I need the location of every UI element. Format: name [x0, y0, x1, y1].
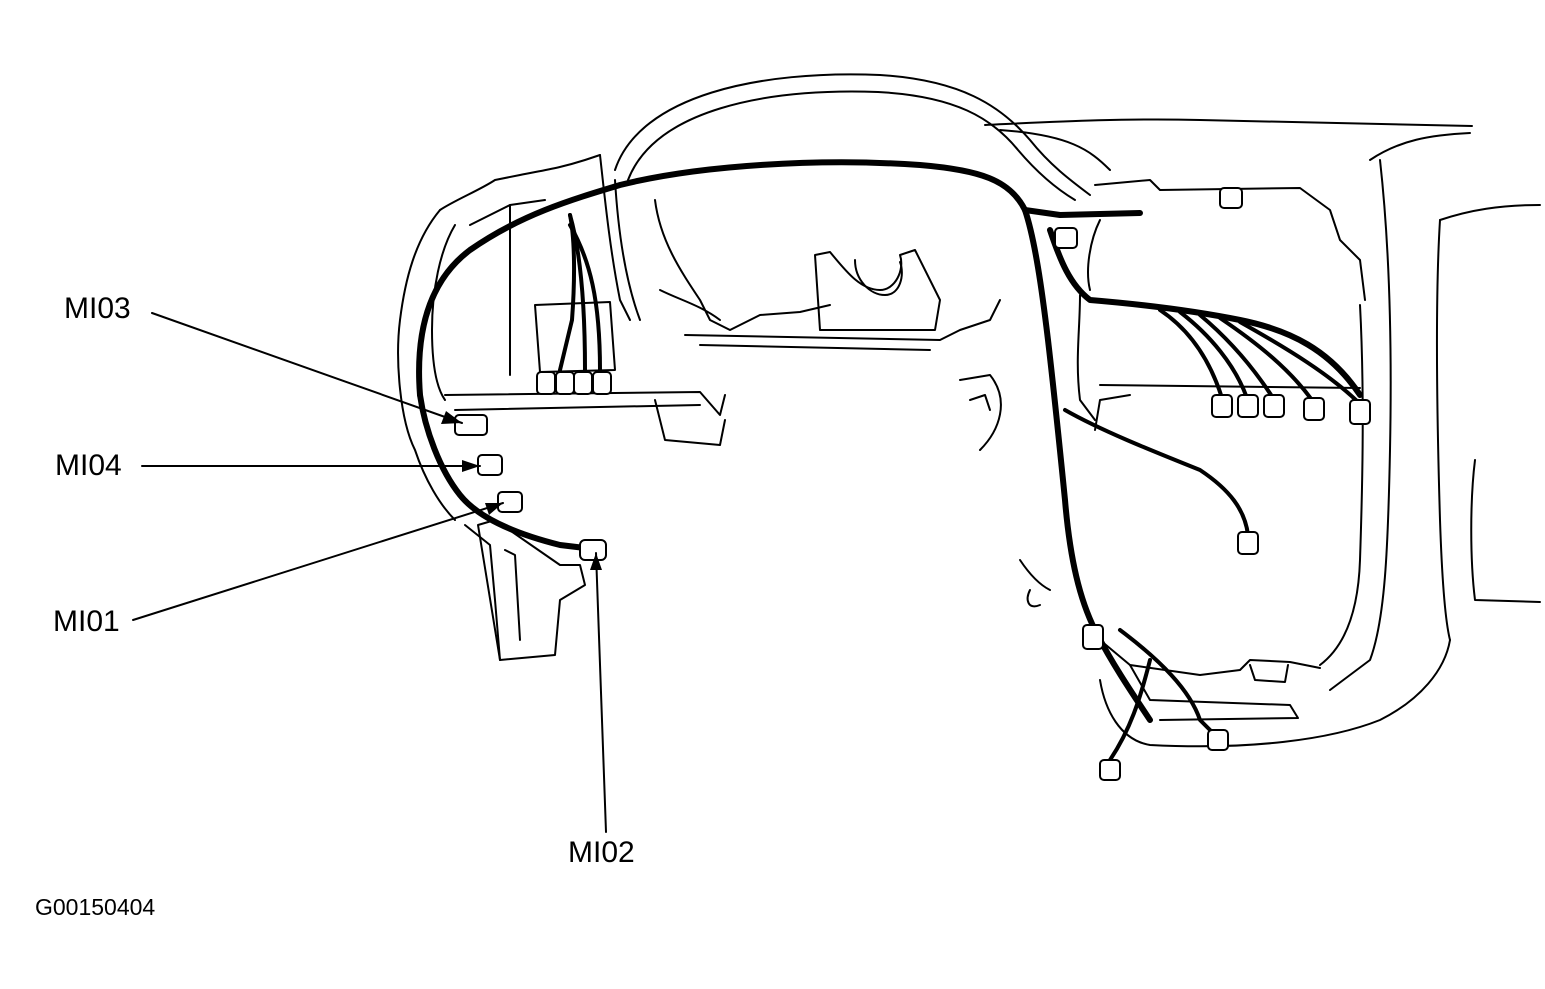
arrowheads — [441, 411, 602, 570]
callout-mi01: MI01 — [53, 605, 120, 638]
leader-mi02 — [595, 552, 607, 833]
leader-mi01 — [132, 502, 504, 621]
callout-mi02: MI02 — [568, 836, 635, 869]
connectors — [454, 187, 1371, 781]
leader-mi03 — [151, 312, 463, 424]
dashboard-frame — [397, 73, 1541, 748]
callout-mi03: MI03 — [64, 292, 131, 325]
callout-mi04: MI04 — [55, 449, 122, 482]
wiring-harness — [416, 159, 1363, 723]
leader-lines — [132, 312, 607, 833]
branch-wires — [558, 213, 1360, 762]
figure-code: G00150404 — [35, 894, 156, 920]
